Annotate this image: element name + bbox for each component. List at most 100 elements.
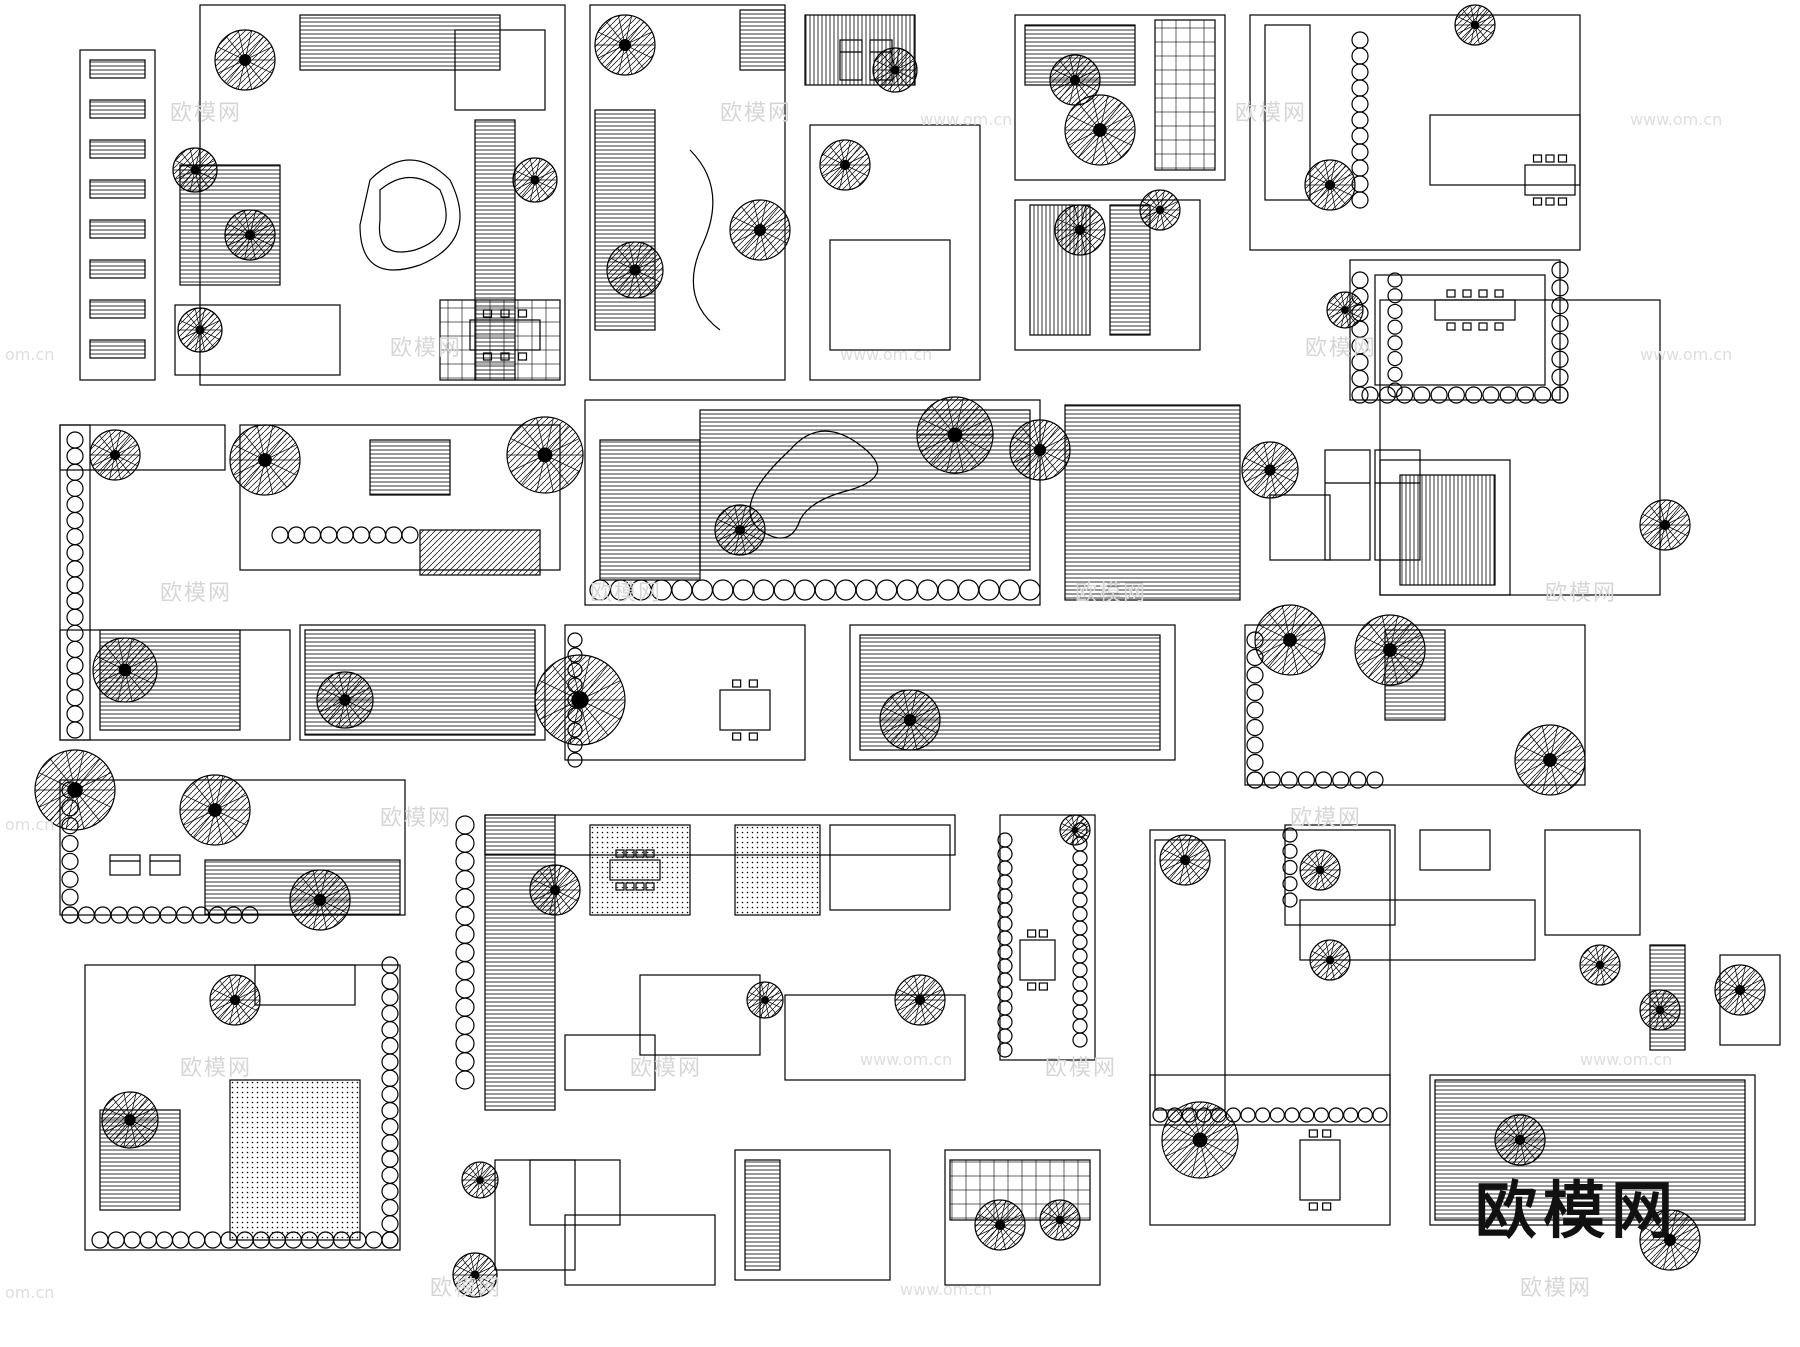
tree-symbol	[177, 307, 223, 353]
tree-trunk	[537, 447, 553, 463]
tree-trunk	[314, 893, 327, 906]
shrub-symbol	[455, 1070, 475, 1090]
tree-trunk	[470, 1270, 480, 1280]
shrub-symbol	[381, 972, 399, 990]
shrub-symbol	[381, 1182, 399, 1201]
chair	[482, 352, 493, 361]
tree-trunk	[1074, 224, 1086, 236]
shrub-symbol	[365, 1231, 383, 1249]
shrub-symbol	[1246, 718, 1264, 737]
shrub-symbol	[753, 579, 775, 601]
shrub-symbol	[381, 1215, 399, 1233]
shrub-symbol	[567, 722, 583, 738]
shrub-symbol	[1246, 736, 1264, 754]
chair	[517, 309, 528, 318]
pergola-deck	[299, 14, 501, 71]
shrub-symbol	[287, 526, 305, 544]
table-top	[719, 689, 771, 731]
chair	[1446, 322, 1456, 331]
deck-slats	[89, 179, 146, 199]
chair	[1462, 322, 1472, 331]
tree-symbol	[1494, 1114, 1546, 1166]
plan-garden-25	[1429, 1074, 1756, 1226]
plan-garden-5	[1014, 199, 1201, 351]
tree-trunk	[839, 159, 851, 171]
dining-table	[1019, 929, 1056, 991]
shrub-symbol	[1351, 271, 1369, 289]
shrub-symbol	[61, 781, 79, 799]
tree-symbol	[34, 749, 116, 831]
pool-area	[1379, 459, 1511, 596]
tree-symbol	[1064, 94, 1136, 166]
shrub-symbol	[1351, 95, 1369, 113]
tree-symbol	[879, 689, 941, 751]
shrub-symbol	[61, 817, 79, 835]
tree-trunk	[1315, 865, 1325, 875]
tree-trunk	[190, 165, 200, 175]
shrub-symbol	[381, 988, 399, 1006]
lounge-chair	[109, 854, 141, 876]
shrub-symbol	[567, 677, 583, 693]
shrub-symbol	[385, 526, 403, 544]
stair	[739, 9, 786, 71]
shrub-symbol	[66, 608, 84, 626]
deck	[599, 439, 701, 581]
plan-garden-3	[809, 124, 981, 381]
plan-garden-6	[239, 424, 561, 571]
logo-watermark: 欧模网	[1475, 1174, 1680, 1247]
shrub-symbol	[61, 834, 79, 853]
shrub-symbol	[1551, 332, 1569, 351]
plan-small-bed	[1269, 494, 1331, 561]
shrub-symbol	[1072, 850, 1088, 866]
shrub-symbol	[155, 1231, 174, 1249]
tree-trunk	[1341, 306, 1349, 314]
plan-garden-28	[944, 1149, 1101, 1286]
lounge-chair	[869, 39, 893, 81]
deck-slats	[89, 139, 146, 159]
chair	[748, 679, 758, 688]
plan-strip-walkway	[79, 49, 156, 381]
shrub-symbol	[1152, 1107, 1168, 1123]
tree-symbol	[1254, 604, 1326, 676]
plan-garden-9	[1379, 299, 1661, 596]
shrub-symbol	[1282, 876, 1298, 892]
shrub-symbol	[1351, 31, 1369, 49]
shrub-symbol	[917, 579, 939, 601]
lounge-chair	[1374, 449, 1421, 561]
shrub-symbol	[1181, 1107, 1197, 1123]
shrub-symbol	[1196, 1107, 1212, 1123]
shrub-symbol	[66, 721, 84, 739]
shrub-symbol	[1246, 666, 1264, 684]
shrub-symbol	[1351, 320, 1369, 338]
chair	[1322, 1129, 1332, 1138]
tree-trunk	[1470, 20, 1480, 30]
tree-symbol	[529, 864, 581, 916]
shrub-symbol	[1297, 771, 1316, 789]
tree-symbol	[1009, 419, 1071, 481]
chair	[1545, 197, 1555, 206]
shrub-symbol	[66, 689, 84, 707]
tree-symbol	[1039, 1199, 1081, 1241]
shrub-symbol	[66, 656, 84, 675]
shrub-symbol	[1314, 771, 1333, 789]
shrub-symbol	[66, 495, 84, 514]
shrub-symbol	[1282, 859, 1298, 876]
shrub-symbol	[1282, 843, 1298, 859]
shrub-symbol	[567, 647, 583, 663]
tree-symbol	[1309, 939, 1351, 981]
shrub-symbol	[241, 906, 259, 924]
tree-trunk	[629, 264, 641, 276]
shrub-symbol	[732, 579, 754, 601]
shrub-symbol	[381, 1021, 399, 1039]
chair	[635, 882, 645, 891]
tree-symbol	[316, 671, 374, 729]
shrub-symbol	[381, 1134, 399, 1152]
chair	[615, 882, 625, 891]
lounge-chair	[149, 854, 181, 876]
shrub-symbol	[455, 815, 475, 835]
shrub-symbol	[1246, 701, 1264, 719]
shrub-symbol	[455, 942, 475, 963]
shrub-symbol	[1351, 143, 1369, 161]
dining-table	[609, 849, 661, 891]
